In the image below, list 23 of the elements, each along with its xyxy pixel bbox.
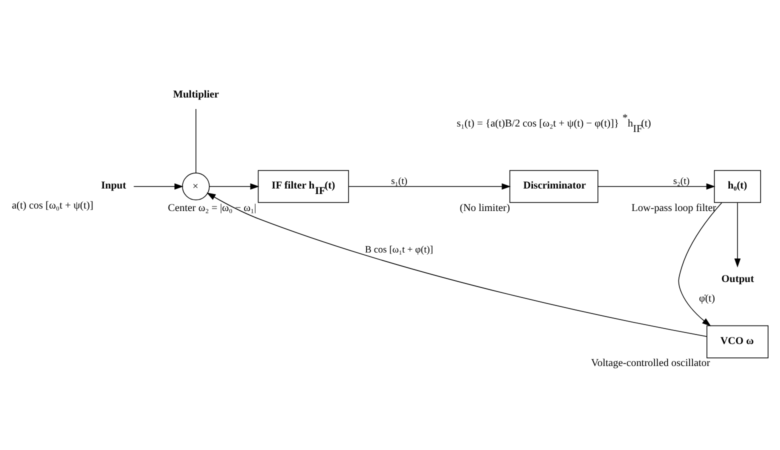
node-label: φ̇(t) <box>699 293 715 304</box>
node-text: Multiplier <box>173 88 219 100</box>
arrow <box>133 182 184 190</box>
node-label: a(t) cos [ω₀t + ψ(t)] <box>12 200 94 211</box>
node-text: Input <box>101 180 126 192</box>
node-box: h₀(t) <box>714 170 761 202</box>
arrow <box>209 182 260 190</box>
node-box: VCO ω <box>706 324 768 358</box>
node-label: Low-pass loop filter <box>631 202 716 214</box>
node-label: Center ω₂ = |ω₀ − ω₁| <box>168 202 256 214</box>
arrow <box>348 182 511 190</box>
node-label: Voltage-controlled oscillator <box>591 358 710 369</box>
arrow <box>206 192 707 336</box>
arrow <box>678 202 722 326</box>
node-circle: × <box>182 172 210 200</box>
node-box: Discriminator <box>509 170 598 202</box>
arrow <box>598 182 716 190</box>
arrow <box>734 202 741 267</box>
node-label: (No limiter) <box>460 202 510 214</box>
node-text: Output <box>721 273 754 284</box>
edge-label: s₁(t) <box>391 175 408 186</box>
edge-label: s₂(t) <box>673 175 690 186</box>
edge-label: B cos [ω₁t + φ(t)] <box>364 244 434 255</box>
